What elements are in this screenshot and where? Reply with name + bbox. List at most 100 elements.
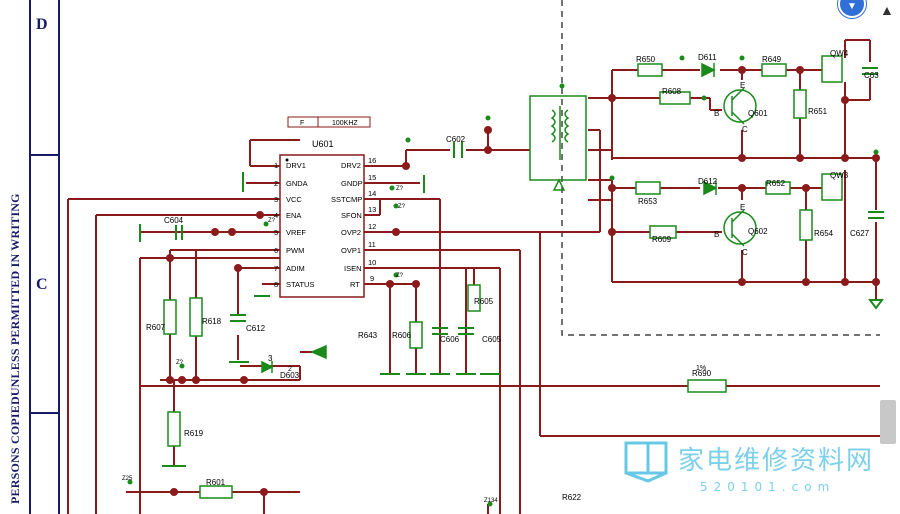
resistors: [163, 63, 813, 499]
ref-r651: R651: [808, 107, 828, 116]
ref-c605: C605: [482, 335, 502, 344]
pin-name: ADIM: [286, 264, 305, 273]
pin-name: SSTCMP: [331, 195, 362, 204]
pin-num: 12: [368, 222, 376, 231]
test-points: [127, 55, 879, 507]
zone-divider: [30, 412, 58, 414]
tag: Z134: [484, 498, 498, 504]
transistor-pin: E: [740, 203, 745, 212]
ref-r690: R690: [692, 369, 712, 378]
pin-name: DRV2: [341, 161, 361, 170]
ref-qw3: QW3: [830, 171, 849, 180]
pin-num: 13: [368, 205, 376, 214]
arrow-down-icon: ▼: [847, 1, 857, 12]
zone-label-d: D: [36, 16, 48, 33]
ref-d611: D611: [698, 53, 717, 62]
net-tags: Z? Z? Z? Z? Z? Z25 Z134 B E C B E C 3 2: [122, 81, 748, 504]
ref-qw4: QW4: [830, 49, 849, 58]
ref-r654: R654: [814, 229, 834, 238]
ref-r652: R652: [766, 179, 786, 188]
ref-r606: R606: [392, 331, 412, 340]
pin-name: VREF: [286, 228, 306, 237]
ref-d603: D603: [280, 371, 300, 380]
ref-r608: R608: [662, 87, 682, 96]
pin-name: GNDP: [341, 179, 363, 188]
ref-q601: Q601: [748, 109, 768, 118]
drawing-border: D C PERSONS COPIEDUNLESS PERMITTED IN WR…: [0, 0, 60, 514]
ic-ref: U601: [312, 139, 334, 149]
pin-name: OVP2: [341, 228, 361, 237]
pin-num: 5: [274, 228, 278, 237]
transistor-pin: C: [742, 125, 748, 134]
watermark-url: 520101.com: [700, 480, 836, 494]
ground-symbols: [139, 172, 884, 467]
tag: Z?: [396, 273, 404, 279]
pin-name: PWM: [286, 246, 304, 255]
pin-name: DRV1: [286, 161, 306, 170]
pin-name: RT: [350, 280, 360, 289]
diode-pin: 2: [288, 366, 292, 373]
ref-r619: R619: [184, 429, 204, 438]
zone-divider: [30, 154, 58, 156]
pin-num: 15: [368, 173, 376, 182]
pin-name: GNDA: [286, 179, 308, 188]
tag: Z?: [268, 218, 276, 224]
transistor-pin: C: [742, 248, 748, 257]
pin-name: ISEN: [344, 264, 362, 273]
ref-c604: C604: [164, 216, 184, 225]
ref-r622: R622: [562, 493, 582, 502]
ref-r605: R605: [474, 297, 494, 306]
pin-num: 1: [274, 161, 278, 170]
transformer: [529, 95, 587, 191]
ref-r643: R643: [358, 331, 378, 340]
ic-pin-labels: 1 DRV1 2 GNDA 3 VCC 4 ENA 5 VREF 6 PWM 7…: [274, 156, 376, 289]
ref-d612: D612: [698, 177, 718, 186]
pin-name: OVP1: [341, 246, 361, 255]
ref-r653: R653: [638, 197, 658, 206]
ref-q602: Q602: [748, 227, 768, 236]
pin-name: ENA: [286, 211, 301, 220]
nav-button[interactable]: ▼: [838, 0, 866, 18]
ref-r601: R601: [206, 478, 226, 487]
scrollbar-thumb[interactable]: [880, 400, 896, 444]
watermark-text: 家电维修资料网: [678, 446, 875, 476]
tag: Z?: [176, 360, 184, 366]
ref-r618: R618: [202, 317, 222, 326]
border-divider: [29, 0, 31, 514]
pin-num: 8: [274, 280, 278, 289]
pin-num: 11: [368, 240, 376, 249]
ref-c602: C602: [446, 135, 466, 144]
pin-num: 3: [274, 195, 278, 204]
pin-num: 6: [274, 246, 278, 255]
ref-r607: R607: [146, 323, 166, 332]
diode-pin: 3: [268, 354, 273, 363]
ref-c63: C63: [864, 71, 879, 80]
ref-r649: R649: [762, 55, 782, 64]
ref-c606: C606: [440, 335, 460, 344]
wires: [67, 0, 880, 514]
scroll-up-icon[interactable]: ▲: [880, 2, 894, 18]
pin-num: 4: [274, 211, 278, 220]
zone-label-c: C: [36, 276, 48, 293]
r690-tolerance: 1%: [696, 365, 706, 372]
ic-u601: [279, 116, 371, 298]
tag: Z?: [398, 204, 406, 210]
pin-name: STATUS: [286, 280, 314, 289]
freq-label-f: F: [300, 120, 304, 127]
watermark-logo-icon: [624, 441, 668, 483]
transistor-pin: E: [740, 81, 745, 90]
ref-c612: C612: [246, 324, 266, 333]
pin-num: 2: [274, 179, 278, 188]
pin-num: 9: [370, 274, 374, 283]
pin-num: 7: [274, 264, 278, 273]
pin-num: 14: [368, 189, 376, 198]
tag: Z?: [396, 186, 404, 192]
pin-name: VCC: [286, 195, 302, 204]
ref-r609: R609: [652, 235, 672, 244]
semiconductors: [261, 55, 843, 374]
ref-c627: C627: [850, 229, 870, 238]
transistor-pin: B: [714, 230, 719, 239]
capacitors: [175, 67, 884, 335]
